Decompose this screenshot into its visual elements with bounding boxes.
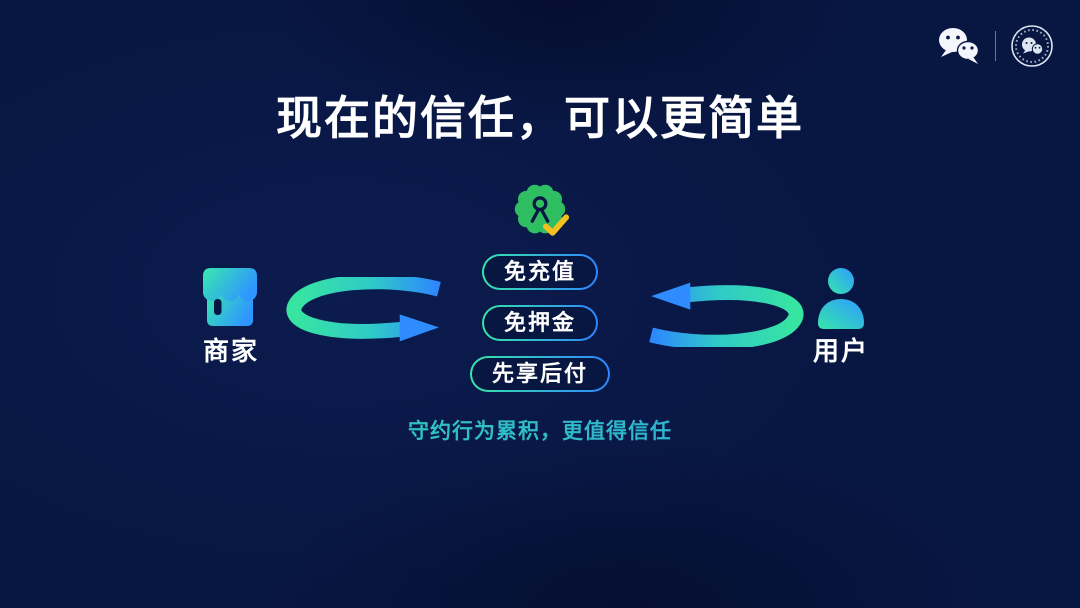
merchant-label: 商家 [202, 336, 259, 366]
check-icon [542, 214, 570, 236]
wechat-seal-logo-icon [1010, 24, 1054, 68]
slide-caption: 守约行为累积，更值得信任 [0, 415, 1080, 445]
wechat-logo-icon [937, 26, 981, 66]
store-icon [200, 268, 260, 330]
user-icon [813, 265, 869, 331]
trust-badge-icon [509, 180, 571, 242]
pill-label: 先享后付 [471, 358, 609, 390]
pill-label: 免充值 [483, 256, 597, 288]
logo-divider [995, 31, 996, 61]
loop-arrow-right-icon [284, 277, 452, 347]
pill-no-deposit: 免押金 [481, 305, 599, 341]
user-label: 用户 [812, 336, 869, 366]
loop-arrow-left-icon [638, 277, 806, 347]
header-logos [937, 24, 1054, 68]
pill-enjoy-first-pay-later: 先享后付 [469, 356, 611, 392]
pill-no-recharge: 免充值 [481, 254, 599, 290]
pill-label: 免押金 [483, 307, 597, 339]
slide-title: 现在的信任，可以更简单 [276, 92, 804, 144]
